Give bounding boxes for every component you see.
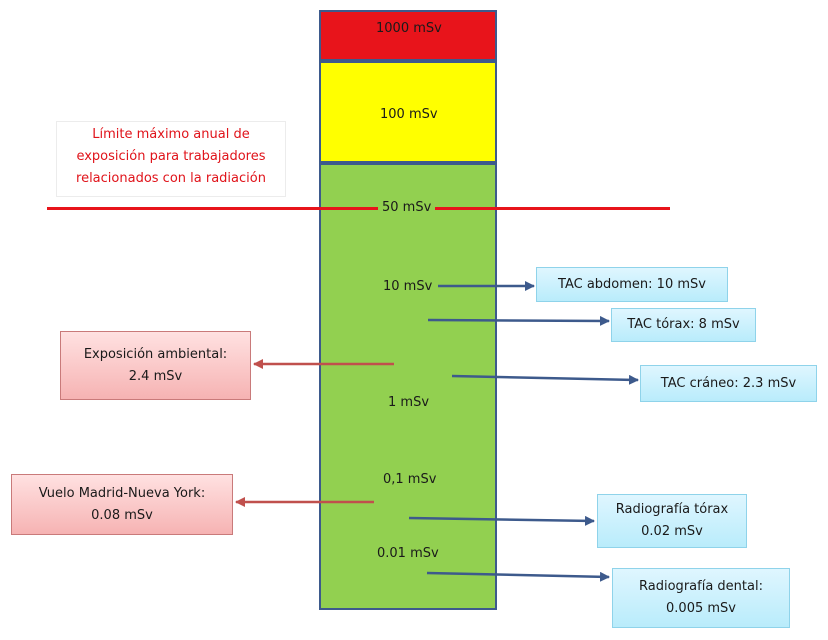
box-exposicion-ambiental: Exposición ambiental: 2.4 mSv [60,331,251,400]
box-radiografia-torax: Radiografía tórax 0.02 mSv [597,494,747,548]
scale-label-10: 10 mSv [383,279,433,294]
arrow-tac-torax [427,315,610,326]
box-radiografia-torax-line-2: 0.02 mSv [641,524,703,539]
box-radiografia-dental-line-2: 0.005 mSv [666,601,736,616]
limit-note-line-3: relacionados con la radiación [76,171,266,186]
box-vuelo-madrid-nueva-york: Vuelo Madrid-Nueva York: 0.08 mSv [11,474,233,535]
limit-note-line-2: exposición para trabajadores [76,149,266,164]
box-tac-abdomen-text: TAC abdomen: 10 mSv [558,276,706,292]
box-radiografia-dental: Radiografía dental: 0.005 mSv [612,568,790,628]
box-tac-craneo: TAC cráneo: 2.3 mSv [640,365,817,402]
limit-line [47,207,670,210]
scale-block-100: 100 mSv [319,61,497,163]
box-exposicion-ambiental-line-1: Exposición ambiental: [83,346,228,362]
limit-note-line-1: Límite máximo anual de [92,127,250,142]
box-radiografia-torax-line-1: Radiografía tórax [615,502,729,517]
arrow-radiografia-dental [426,571,610,582]
box-tac-craneo-text: TAC cráneo: 2.3 mSv [660,375,797,391]
scale-label-0-1: 0,1 mSv [383,472,437,487]
box-tac-torax-text: TAC tórax: 8 mSv [627,317,740,332]
scale-block-green [319,163,497,610]
box-vuelo-line-1: Vuelo Madrid-Nueva York: [38,485,206,501]
box-tac-abdomen: TAC abdomen: 10 mSv [536,267,728,302]
scale-label-0-01: 0.01 mSv [377,546,439,561]
scale-label-50: 50 mSv [378,200,436,215]
box-vuelo-line-2: 0.08 mSv [91,507,153,523]
box-radiografia-dental-line-1: Radiografía dental: [639,579,763,594]
limit-note: Límite máximo anual de exposición para t… [56,121,286,197]
arrow-tac-craneo [451,374,639,385]
arrow-radiografia-torax [408,515,595,526]
box-exposicion-ambiental-line-2: 2.4 mSv [128,368,183,384]
scale-label-100: 100 mSv [380,107,438,122]
box-tac-torax: TAC tórax: 8 mSv [611,308,756,342]
scale-label-1: 1 mSv [388,395,430,410]
scale-block-1000: 1000 mSv [319,10,497,61]
scale-label-1000: 1000 mSv [376,21,442,36]
